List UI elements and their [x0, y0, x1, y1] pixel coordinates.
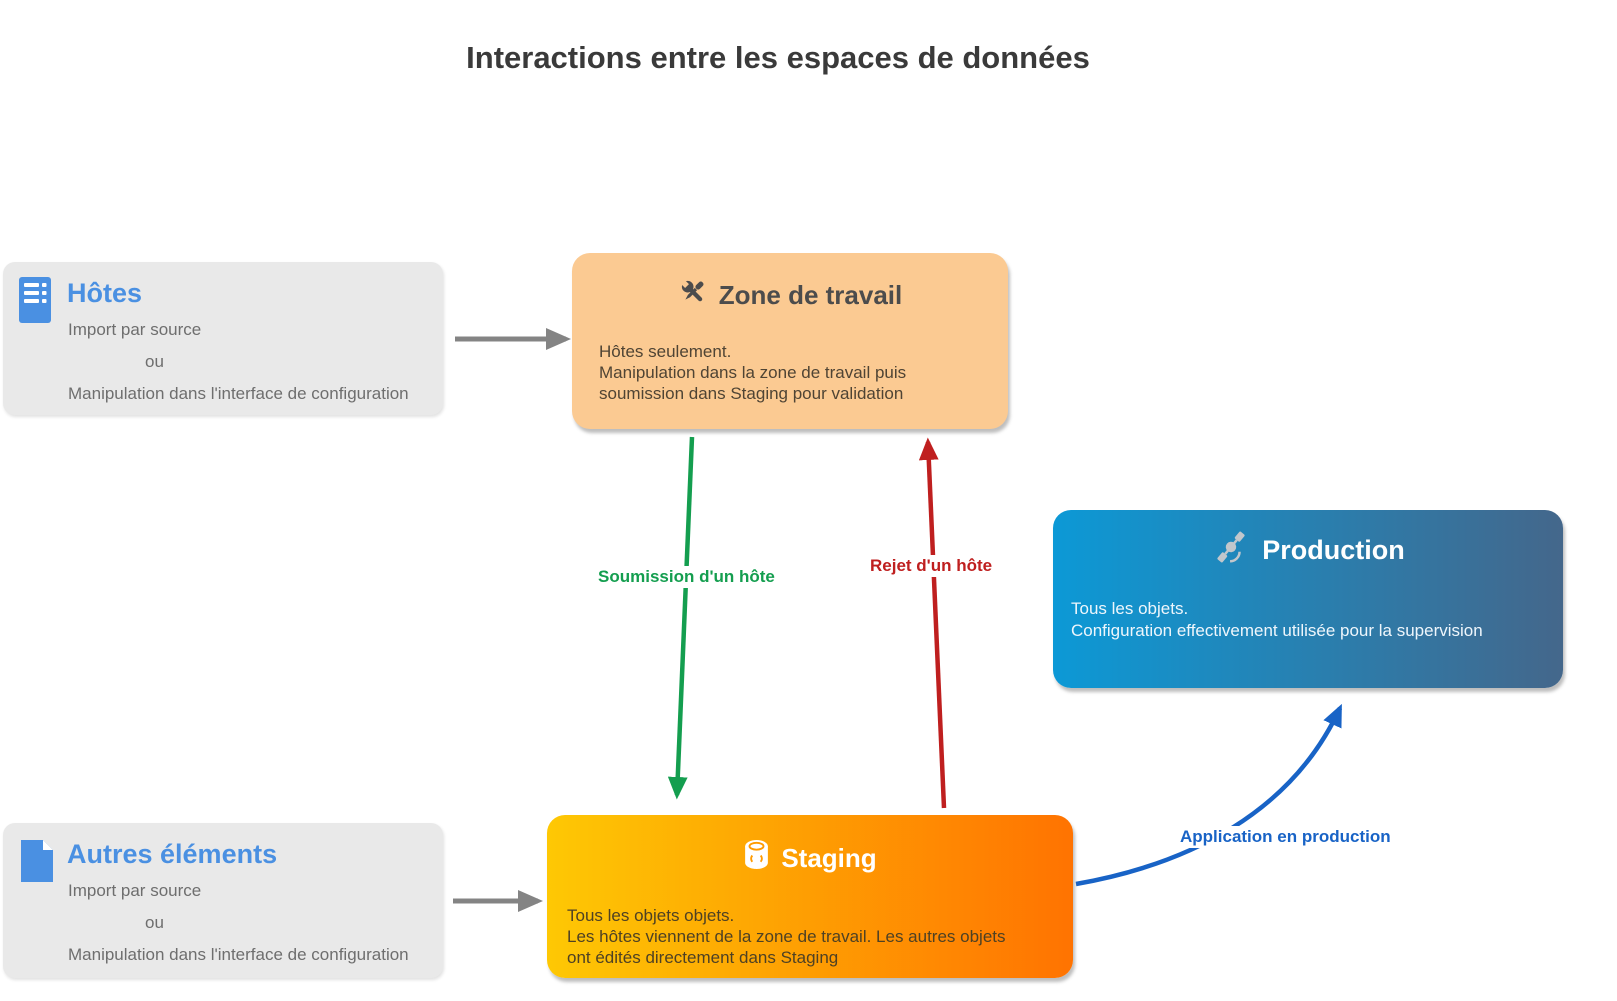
hotes-title: Hôtes [67, 278, 143, 308]
soumission-arrow-label: Soumission d'un hôte [594, 566, 779, 588]
hotes-body: Import par source ou Manipulation dans l… [68, 320, 409, 416]
staging-node: Staging Tous les objets objets. Les hôte… [547, 815, 1073, 978]
hotes-node: Hôtes Import par source ou Manipulation … [3, 262, 443, 415]
soumission-arrow [667, 436, 695, 800]
zone-line: Manipulation dans la zone de travail pui… [599, 363, 907, 382]
production-body: Tous les objets. Configuration effective… [1071, 598, 1483, 642]
production-line: Configuration effectivement utilisée pou… [1071, 621, 1483, 640]
application-arrow-label: Application en production [1176, 826, 1395, 848]
autres-line: ou [145, 913, 164, 932]
staging-line: Les hôtes viennent de la zone de travail… [567, 927, 1006, 946]
zone-line: Hôtes seulement. [599, 342, 732, 361]
autres-title: Autres éléments [67, 839, 278, 869]
document-icon [19, 838, 55, 889]
staging-line: Tous les objets objets. [567, 906, 735, 925]
production-line: Tous les objets. [1071, 599, 1189, 618]
zone-body: Hôtes seulement. Manipulation dans la zo… [599, 341, 906, 404]
page-title: Interactions entre les espaces de donnée… [466, 40, 1090, 75]
hotes-line: ou [145, 352, 164, 371]
zone-de-travail-node: Zone de travail Hôtes seulement. Manipul… [572, 253, 1008, 429]
rejet-arrow-label: Rejet d'un hôte [866, 555, 997, 577]
satellite-icon [1211, 528, 1251, 573]
production-title-row: Production [1053, 528, 1563, 573]
autres-body: Import par source ou Manipulation dans l… [68, 881, 409, 977]
production-node: Production Tous les objets. Configuratio… [1053, 510, 1563, 688]
staging-title-row: Staging [547, 839, 1073, 877]
staging-line: ont édités directement dans Staging [567, 948, 839, 967]
tools-icon [678, 277, 708, 314]
hotes-line: Import par source [68, 320, 202, 339]
zone-title-row: Zone de travail [572, 277, 1008, 314]
rejet-arrow [918, 437, 947, 809]
zone-title: Zone de travail [718, 280, 903, 310]
production-title: Production [1262, 535, 1405, 565]
staging-body: Tous les objets objets. Les hôtes vienne… [567, 905, 1006, 968]
zone-line: soumission dans Staging pour validation [599, 384, 904, 403]
hotes-line: Manipulation dans l'interface de configu… [68, 384, 409, 403]
application-arrow [1075, 703, 1343, 887]
staging-title: Staging [781, 842, 877, 873]
database-icon [743, 839, 770, 877]
server-icon [19, 277, 51, 328]
autres-line: Manipulation dans l'interface de configu… [68, 945, 409, 964]
autres-elements-node: Autres éléments Import par source ou Man… [3, 823, 443, 978]
autres-line: Import par source [68, 881, 202, 900]
